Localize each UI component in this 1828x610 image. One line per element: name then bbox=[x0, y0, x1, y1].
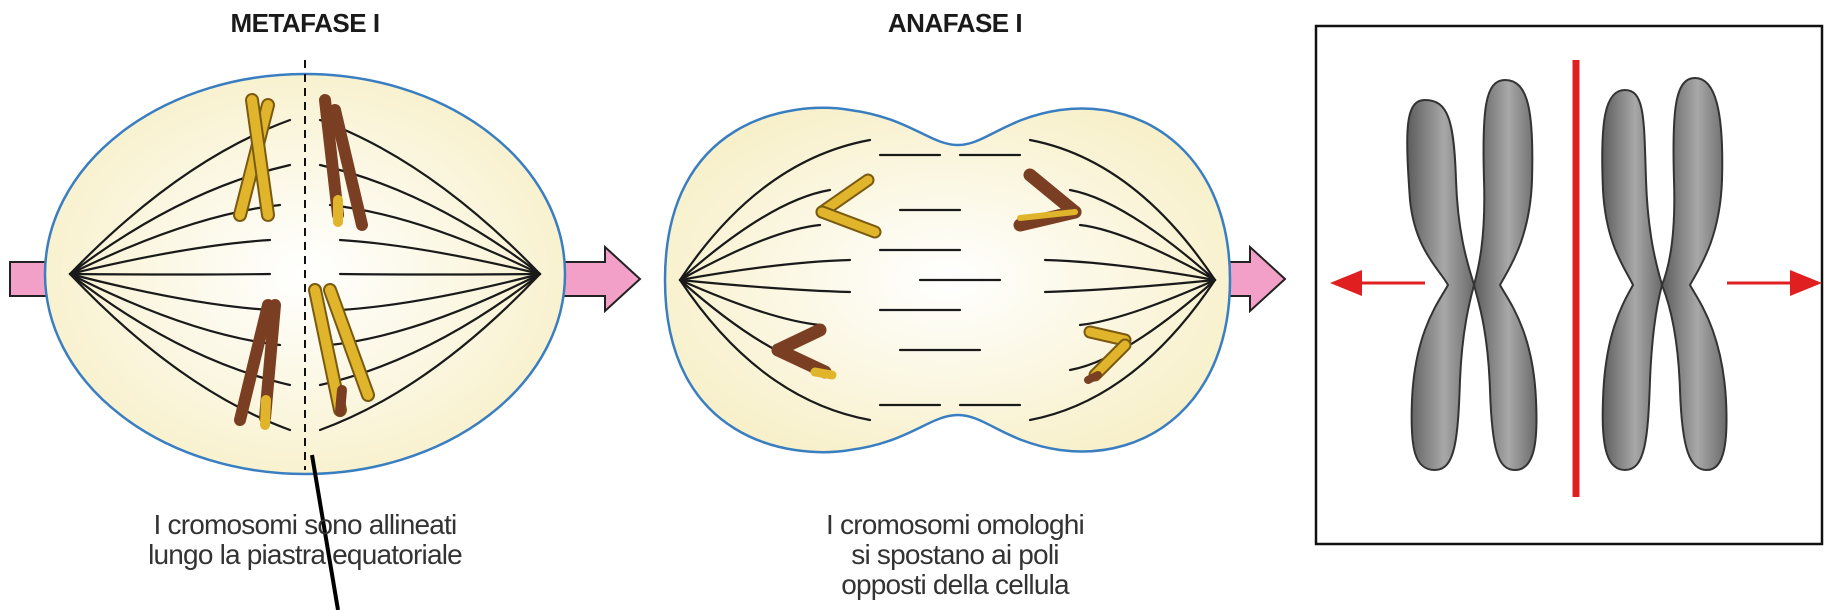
anafase-cell bbox=[665, 108, 1230, 452]
anafase-caption: I cromosomi omologhi si spostano ai poli… bbox=[745, 510, 1165, 600]
arrow-metafase-to-anafase bbox=[555, 247, 640, 311]
anafase-caption-line2: si spostano ai poli bbox=[745, 540, 1165, 570]
metafase-caption-line1: I cromosomi sono allineati bbox=[60, 510, 550, 540]
anafase-caption-line3: opposti della cellula bbox=[745, 570, 1165, 600]
arrow-anafase-out bbox=[1228, 247, 1285, 311]
homologous-separation-box bbox=[1316, 26, 1822, 544]
metafase-caption: I cromosomi sono allineati lungo la pias… bbox=[60, 510, 550, 570]
metafase-cell bbox=[45, 60, 565, 474]
metafase-title: METAFASE I bbox=[180, 8, 430, 39]
metafase-caption-line2: lungo la piastra equatoriale bbox=[60, 540, 550, 570]
anafase-title: ANAFASE I bbox=[830, 8, 1080, 39]
anafase-caption-line1: I cromosomi omologhi bbox=[745, 510, 1165, 540]
